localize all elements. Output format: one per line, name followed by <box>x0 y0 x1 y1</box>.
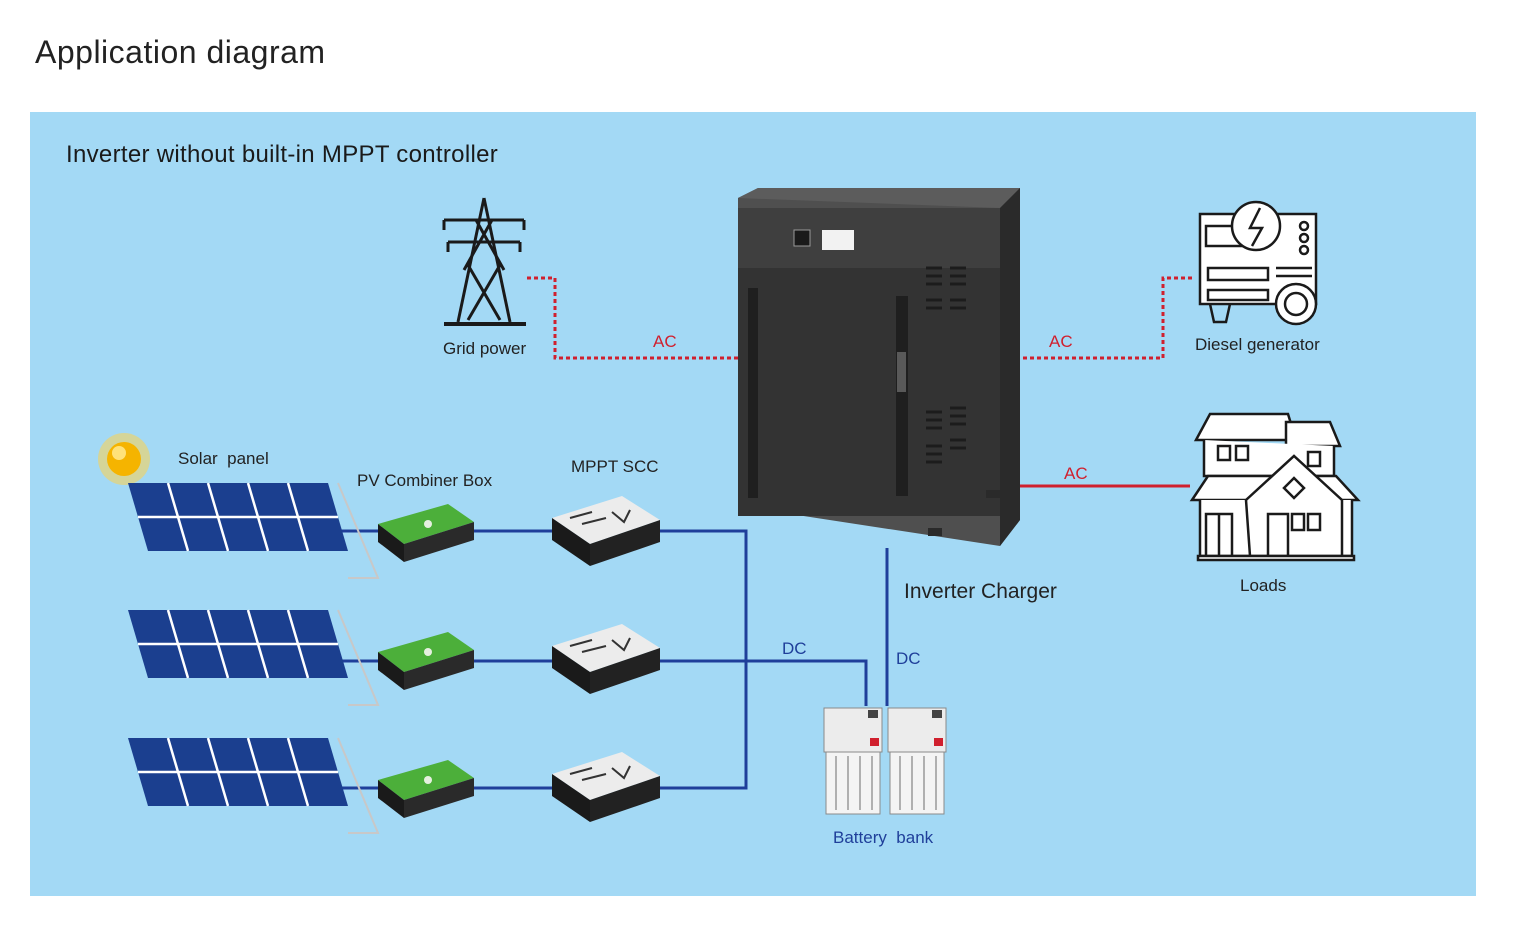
diagram-title: Inverter without built-in MPPT controlle… <box>66 141 499 168</box>
solar-panel-1 <box>126 481 380 580</box>
mppt-scc-label: MPPT SCC <box>571 457 659 476</box>
combiner-box-1 <box>378 504 474 562</box>
power-pylon-icon <box>442 197 526 326</box>
battery-bank-label: Battery bank <box>833 828 934 847</box>
battery-1 <box>823 707 883 815</box>
wire-grid-inverter <box>527 276 738 360</box>
solar-panel-label: Solar panel <box>178 449 269 468</box>
grid-ac-label: AC <box>653 332 677 351</box>
combiner-box-2 <box>378 632 474 690</box>
sun-icon <box>98 433 150 485</box>
inverter-dc-label: DC <box>896 649 921 668</box>
wire-mppt-bus <box>660 529 868 790</box>
mppt-scc-3 <box>551 751 661 823</box>
mppt-scc-1 <box>551 495 661 567</box>
scc-dc-label: DC <box>782 639 807 658</box>
inverter-cabinet <box>738 188 1020 546</box>
pv-combiner-box-label: PV Combiner Box <box>357 471 493 490</box>
grid-power-label: Grid power <box>443 339 527 358</box>
wire-generator-inverter <box>1022 276 1192 360</box>
house-icon <box>1189 412 1361 562</box>
ac-wiring <box>527 276 1192 488</box>
combiner-box-3 <box>378 760 474 818</box>
loads-label: Loads <box>1240 576 1287 595</box>
inverter-charger-label: Inverter Charger <box>904 580 1057 603</box>
page-title: Application diagram <box>35 34 326 70</box>
battery-2 <box>887 707 947 815</box>
diesel-generator-label: Diesel generator <box>1195 335 1320 354</box>
diesel-generator-icon <box>1198 200 1318 326</box>
solar-panel-2 <box>126 608 380 707</box>
mppt-scc-2 <box>551 623 661 695</box>
solar-panel-3 <box>126 736 380 835</box>
loads-ac-label: AC <box>1064 464 1088 483</box>
generator-ac-label: AC <box>1049 332 1073 351</box>
